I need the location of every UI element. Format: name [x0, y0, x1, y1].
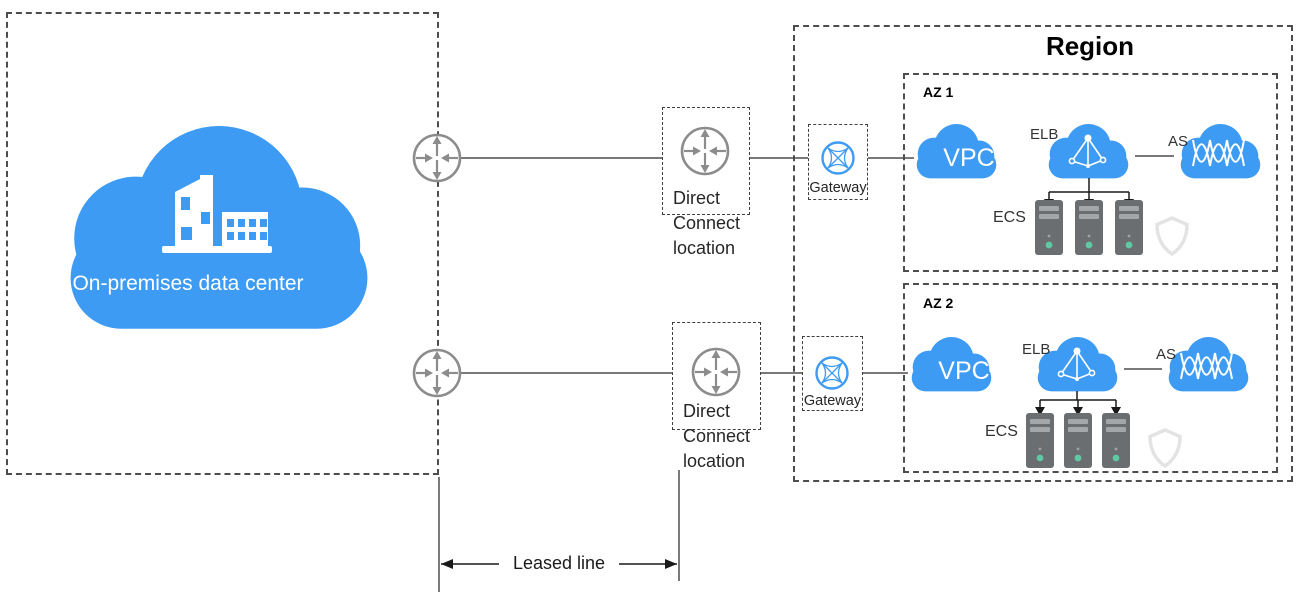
direct-connect-label-2: Direct Connect location — [683, 399, 750, 474]
direct-connect-2-line2: Connect — [683, 426, 751, 446]
direct-connect-box-1 — [662, 107, 750, 215]
direct-connect-label-1: Direct Connect location — [673, 186, 740, 261]
direct-connect-2-line3: location — [683, 451, 746, 471]
region-title: Region — [1045, 31, 1135, 61]
direct-connect-2-line1: Direct — [683, 401, 731, 421]
as-label-az1: AS — [1168, 133, 1189, 150]
elb-label-az2: ELB — [1022, 341, 1051, 358]
gateway-box-1 — [808, 124, 868, 200]
leased-arrowhead-left — [441, 559, 453, 569]
elb-label-az1: ELB — [1030, 126, 1059, 143]
direct-connect-1-line1: Direct — [673, 188, 721, 208]
vpc-label-az1: VPC — [943, 144, 995, 172]
on-premises-label: On-premises data center — [72, 272, 304, 295]
gateway-label-1: Gateway — [809, 180, 867, 196]
az2-label: AZ 2 — [923, 295, 954, 311]
ecs-label-az2: ECS — [985, 423, 1018, 440]
az1-label: AZ 1 — [923, 84, 954, 100]
az2-box — [903, 283, 1278, 473]
direct-connect-1-line2: Connect — [673, 213, 741, 233]
vpc-label-az2: VPC — [938, 357, 990, 385]
az1-box — [903, 73, 1278, 272]
direct-connect-box-2 — [672, 322, 761, 430]
leased-arrowhead-right — [665, 559, 677, 569]
leased-line-label: Leased line — [499, 553, 619, 574]
gateway-box-2 — [802, 336, 863, 411]
on-premises-box — [6, 12, 439, 475]
ecs-label-az1: ECS — [993, 209, 1026, 226]
direct-connect-1-line3: location — [673, 238, 736, 258]
region-box — [793, 25, 1293, 482]
gateway-label-2: Gateway — [803, 393, 862, 409]
as-label-az2: AS — [1156, 346, 1177, 363]
